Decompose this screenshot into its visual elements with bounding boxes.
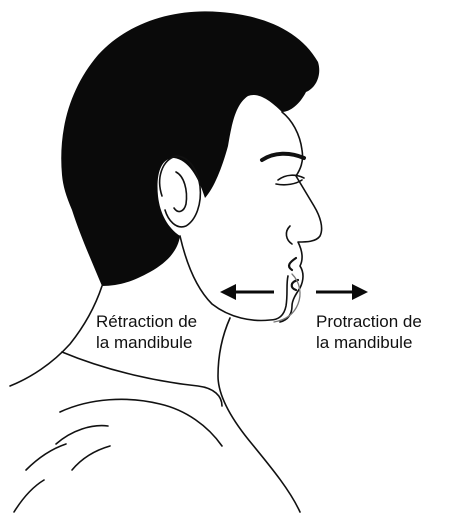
eye-outline (278, 175, 304, 180)
protraction-arrow (316, 284, 368, 300)
protraction-label: Protraction de la mandibule (316, 311, 422, 353)
shirt-fold-2 (72, 446, 110, 470)
shirt-collar (62, 352, 222, 406)
protraction-label-line2: la mandibule (316, 332, 422, 353)
retraction-arrow (220, 284, 274, 300)
jaw-line (180, 236, 288, 320)
shirt-shoulder (60, 399, 222, 446)
shirt-fold-1 (56, 426, 108, 444)
retraction-label-line2: la mandibule (96, 332, 197, 353)
lips (289, 258, 298, 290)
protraction-label-line1: Protraction de (316, 311, 422, 332)
nose-wing (286, 226, 292, 244)
shirt-edge (14, 480, 44, 512)
shirt-fold-3 (26, 444, 66, 470)
neck-back (10, 286, 102, 386)
retraction-label-line1: Rétraction de (96, 311, 197, 332)
ear-inner (174, 172, 187, 211)
neck-front (218, 318, 300, 512)
eyebrow (262, 154, 304, 160)
hair-shape (61, 11, 319, 286)
retraction-label: Rétraction de la mandibule (96, 311, 197, 353)
